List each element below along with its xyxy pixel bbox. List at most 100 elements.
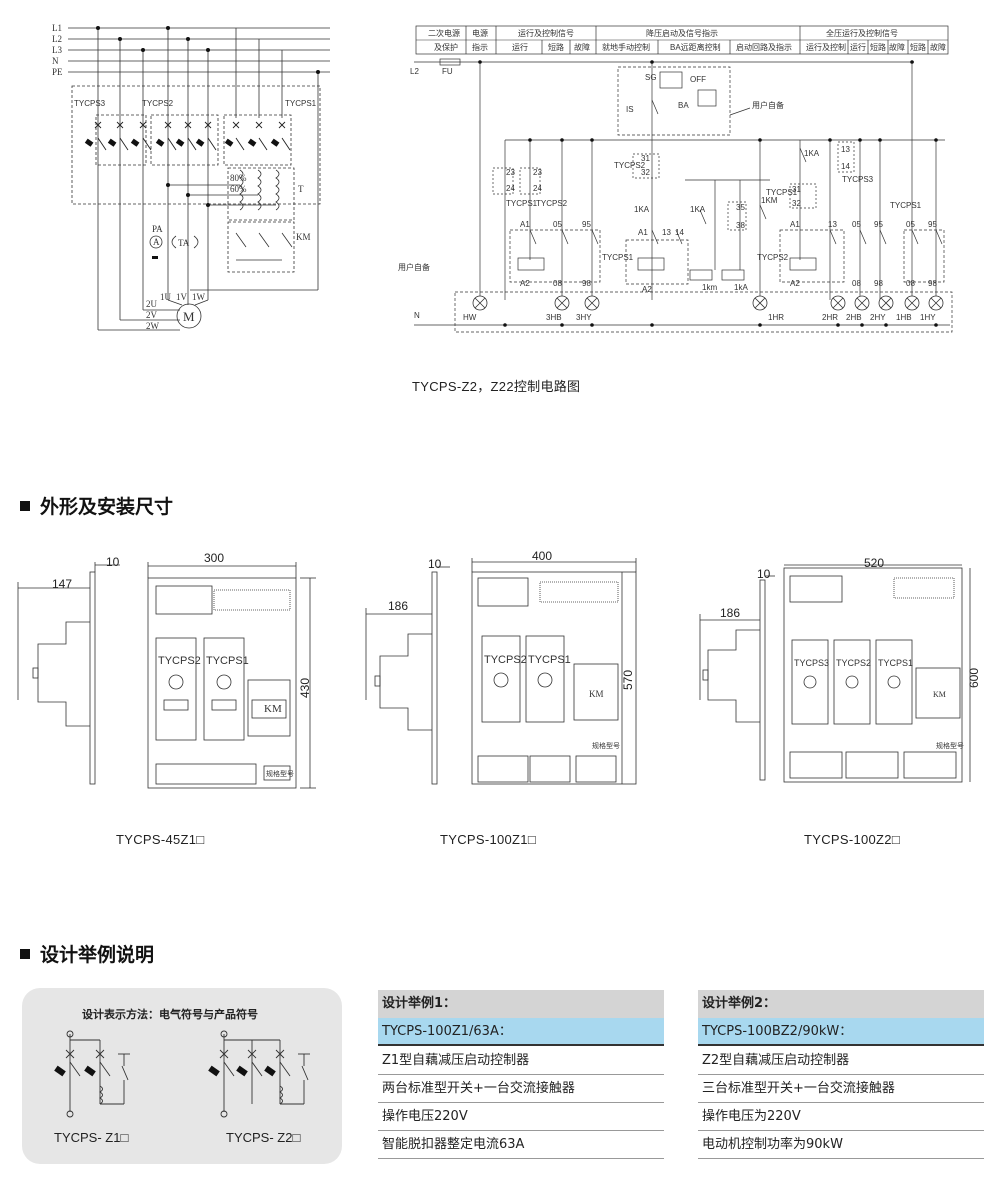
- contact-number: 32: [641, 168, 650, 177]
- relay-label: 1KA: [634, 205, 650, 214]
- switch-label-ba: BA: [678, 101, 689, 110]
- relay-label: 1kA: [734, 283, 748, 292]
- km-label: KM: [933, 690, 946, 699]
- table-sub: 就地手动控制: [602, 42, 650, 52]
- switch-label: TYCPS2: [836, 658, 871, 668]
- fuse-label: FU: [442, 67, 453, 76]
- example2-heading: 设计举例2：: [698, 990, 984, 1018]
- example2-line: 电动机控制功率为90kW: [698, 1131, 984, 1159]
- rail-label-n: N: [414, 311, 420, 320]
- contact-number: A1: [790, 220, 800, 229]
- dim-depth-3: 186: [720, 606, 740, 620]
- km-label: KM: [264, 703, 282, 715]
- example1-line: 智能脱扣器整定电流63A: [378, 1131, 664, 1159]
- model-caption-2: TYCPS-100Z1□: [440, 832, 536, 847]
- lamp-label: HW: [463, 313, 477, 322]
- dimensions-section-title-text: 外形及安装尺寸: [40, 496, 174, 518]
- spec-tag: 规格型号: [266, 769, 294, 778]
- contact-number: 31: [792, 185, 801, 194]
- example1-line: 操作电压220V: [378, 1103, 664, 1131]
- dim-height-2: 570: [621, 670, 635, 690]
- example1-model: TYCPS-100Z1/63A：: [378, 1018, 664, 1046]
- table-group-1: 运行及控制信号: [518, 28, 574, 38]
- contact-number: 13: [841, 145, 850, 154]
- motor-terminal-1u: 1U: [160, 292, 172, 302]
- device-label: TYCPS1: [890, 201, 922, 210]
- contact-number: 08: [852, 279, 861, 288]
- device-label: TYCPS1: [506, 199, 538, 208]
- table-sub: BA远距离控制: [670, 42, 721, 52]
- table-group-3: 全压运行及控制信号: [826, 28, 898, 38]
- lamp-label: 2HY: [870, 313, 886, 322]
- contact-number: 35: [736, 203, 745, 212]
- contact-number: 38: [736, 221, 745, 230]
- contact-number: A2: [642, 285, 652, 294]
- contact-number: 14: [675, 228, 684, 237]
- switch-label: TYCPS2: [158, 655, 201, 667]
- switch-label: TYCPS2: [484, 654, 527, 666]
- device-label: TYCPS2: [536, 199, 568, 208]
- contact-number: A1: [638, 228, 648, 237]
- example1-heading: 设计举例1：: [378, 990, 664, 1018]
- contact-number: 98: [928, 279, 937, 288]
- device-label: TYCPS3: [842, 175, 874, 184]
- table-group-2: 降压启动及信号指示: [646, 28, 718, 38]
- switch-label-sg: SG: [645, 73, 657, 82]
- example1-line: Z1型自藕减压启动控制器: [378, 1047, 664, 1075]
- table-sub: 故障: [574, 42, 590, 52]
- design-section-title-text: 设计举例说明: [40, 944, 155, 966]
- table-sub: 运行及控制: [806, 42, 846, 52]
- contact-number: 08: [553, 279, 562, 288]
- design-symbol-label-z1: TYCPS- Z1□: [54, 1130, 129, 1145]
- contact-number: 98: [582, 279, 591, 288]
- contact-number: 24: [506, 184, 515, 193]
- table-sub: 故障: [930, 42, 946, 52]
- lamp-label: 1HB: [896, 313, 912, 322]
- dim-thickness-3: 10: [757, 567, 771, 581]
- dim-width-2: 400: [532, 549, 552, 563]
- contact-number: 05: [906, 220, 915, 229]
- tap-label-80: 80%: [230, 173, 247, 183]
- contact-number: 95: [928, 220, 937, 229]
- lamp-label: 2HB: [846, 313, 862, 322]
- dim-thickness-2: 10: [428, 557, 442, 571]
- contact-number: 95: [582, 220, 591, 229]
- device-label: TYCPS2: [614, 161, 646, 170]
- table-sub: 短路: [870, 42, 886, 52]
- motor-terminal-1w: 1W: [192, 292, 206, 302]
- contact-number: 31: [641, 154, 650, 163]
- spec-tag: 规格型号: [592, 741, 620, 750]
- contact-number: 24: [533, 184, 542, 193]
- switch-label-off: OFF: [690, 75, 706, 84]
- dim-thickness-1: 10: [106, 555, 120, 569]
- design-section-title: 设计举例说明: [20, 940, 154, 967]
- design-symbol-label-z2: TYCPS- Z2□: [226, 1130, 301, 1145]
- user-supplied-label: 用户自备: [752, 100, 784, 110]
- contact-number: 13: [662, 228, 671, 237]
- model-caption-3: TYCPS-100Z2□: [804, 832, 900, 847]
- contact-number: 08: [906, 279, 915, 288]
- motor-terminal-2u: 2U: [146, 299, 158, 309]
- km-label: KM: [589, 689, 604, 699]
- switch-label: TYCPS1: [878, 658, 913, 668]
- contact-number: 13: [828, 220, 837, 229]
- relay-label: 1KA: [690, 205, 706, 214]
- ammeter-label: PA: [152, 224, 163, 234]
- switch-label-tycps3: TYCPS3: [74, 99, 106, 108]
- motor-terminal-2v: 2V: [146, 310, 158, 320]
- dim-width-1: 300: [204, 551, 224, 565]
- motor-symbol: M: [183, 309, 195, 324]
- lamp-label: 3HY: [576, 313, 592, 322]
- tap-label-60: 60%: [230, 184, 247, 194]
- contactor-label: KM: [296, 232, 311, 242]
- example2-line: 操作电压为220V: [698, 1103, 984, 1131]
- contact-number: A2: [520, 279, 530, 288]
- ammeter-symbol: A: [153, 237, 160, 247]
- contact-number: 95: [874, 220, 883, 229]
- bullet-square-icon: [20, 949, 30, 959]
- lamp-label: 1HY: [920, 313, 936, 322]
- transformer-label: T: [298, 184, 304, 194]
- relay-label: 1km: [702, 283, 717, 292]
- table-col2-line2: 指示: [472, 42, 488, 52]
- device-label: TYCPS1: [602, 253, 634, 262]
